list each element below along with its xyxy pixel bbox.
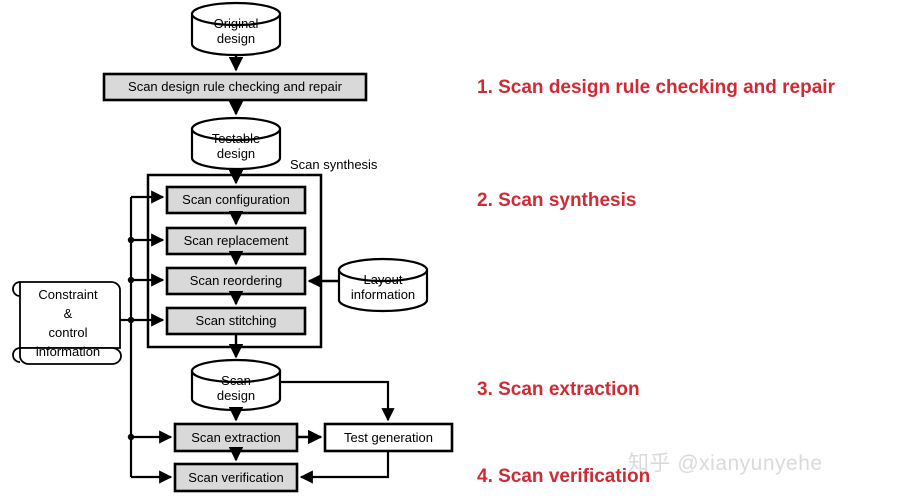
scan-verification-box[interactable] bbox=[173, 462, 299, 493]
scan-synthesis-group-caption: Scan synthesis bbox=[290, 157, 378, 172]
step-label-4: 4. Scan verification bbox=[477, 466, 651, 487]
arrow-test-generation-to-verification bbox=[299, 451, 390, 484]
arrow-scan-design-to-test-generation bbox=[280, 380, 395, 422]
scan-extraction-box[interactable] bbox=[173, 422, 299, 453]
constraint-control-document bbox=[12, 281, 122, 365]
junction-dot-stitching bbox=[127, 316, 135, 324]
watermark-text: 知乎 @xianyunyehe bbox=[628, 452, 823, 475]
junction-dot-replacement bbox=[127, 236, 135, 244]
test-generation-box[interactable] bbox=[323, 422, 454, 453]
testable-design-cylinder bbox=[190, 116, 282, 171]
scan-configuration-box[interactable] bbox=[165, 185, 307, 215]
scan-reordering-box[interactable] bbox=[165, 266, 307, 296]
junction-dot-extraction bbox=[127, 433, 135, 441]
scan-replacement-box[interactable] bbox=[165, 226, 307, 256]
step-label-2: 2. Scan synthesis bbox=[477, 190, 637, 211]
junction-dot-reordering bbox=[127, 276, 135, 284]
scan-design-rule-checking-box[interactable] bbox=[102, 72, 368, 102]
scan-design-cylinder bbox=[190, 358, 282, 412]
scan-stitching-box[interactable] bbox=[165, 306, 307, 336]
step-label-3: 3. Scan extraction bbox=[477, 379, 640, 400]
original-design-cylinder bbox=[190, 1, 282, 57]
layout-information-cylinder bbox=[337, 257, 429, 313]
step-label-1: 1. Scan design rule checking and repair bbox=[477, 77, 835, 98]
